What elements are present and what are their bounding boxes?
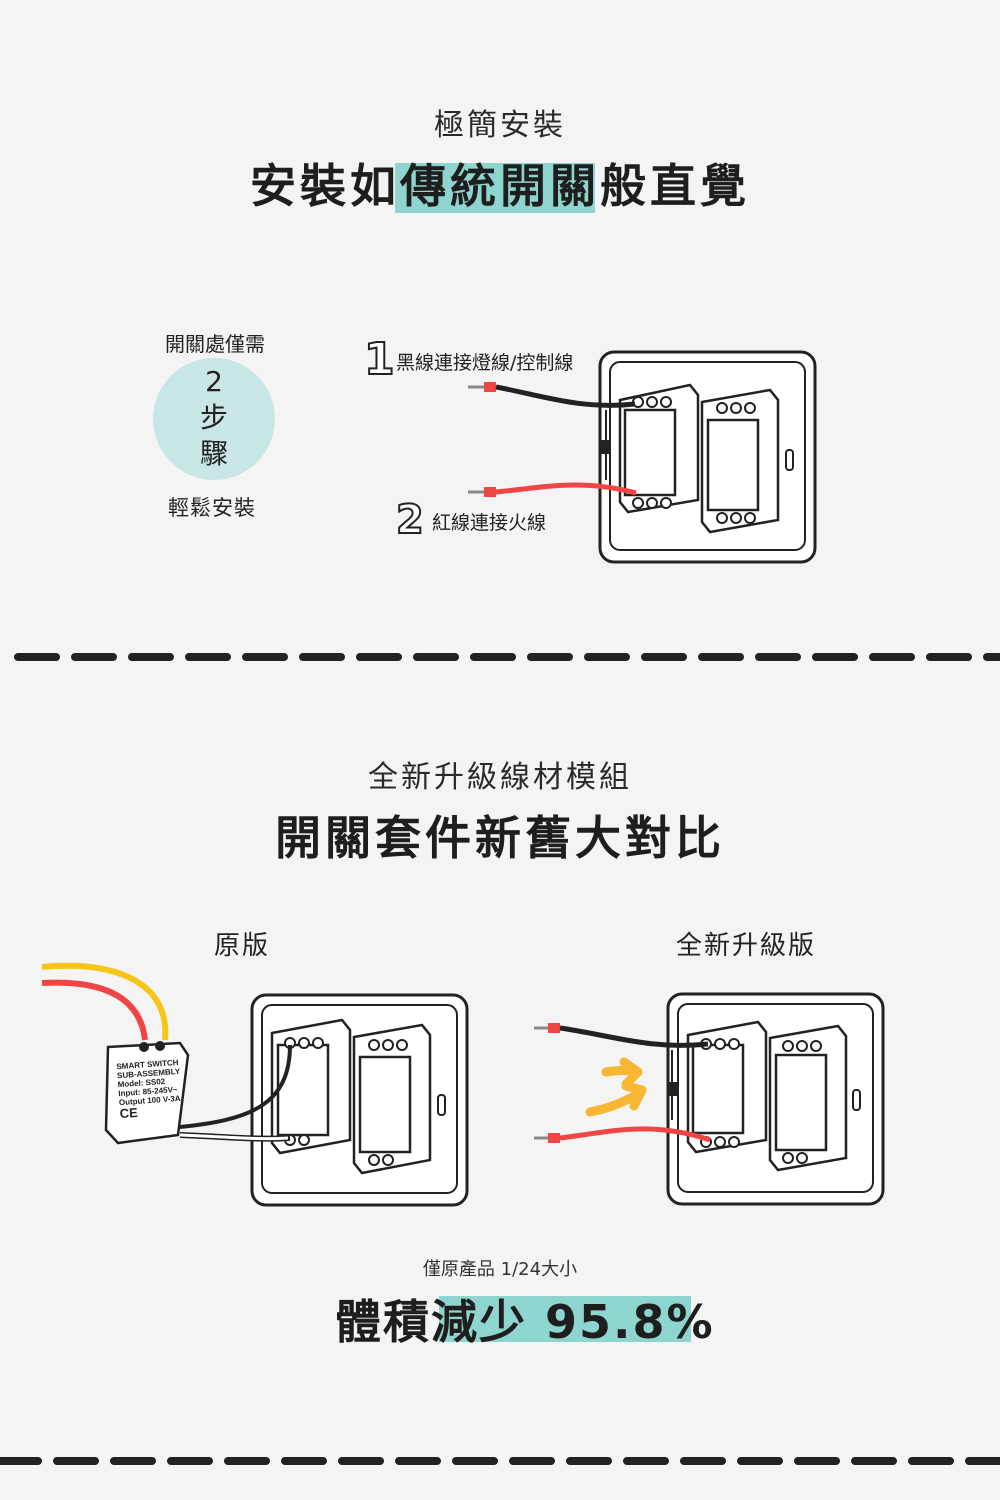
switch-module-1 — [618, 383, 700, 514]
section1-title: 安裝如傳統開關般直覺 — [250, 159, 750, 213]
step1-text: 黑線連接燈線/控制線 — [396, 352, 574, 374]
install-diagram — [468, 350, 817, 564]
badge-top-text: 開關處僅需 — [165, 332, 265, 356]
upgraded-diagram — [534, 992, 885, 1206]
badge-line2: 驟 — [199, 437, 228, 470]
result-value: 減少 95.8% — [431, 1295, 715, 1349]
module-label: SMART SWITCH SUB-ASSEMBLY Model: SS02 In… — [116, 1058, 183, 1121]
upgraded-label: 全新升級版 — [676, 931, 817, 961]
result-highlight — [439, 1296, 691, 1342]
title-highlight — [395, 163, 595, 213]
result-prefix: 體積 — [335, 1295, 431, 1349]
section1-subtitle: 極簡安裝 — [434, 108, 566, 143]
size-note: 僅原產品 1/24大小 — [422, 1259, 578, 1280]
badge-line1: 步 — [199, 401, 228, 434]
switch-module-2 — [700, 388, 780, 534]
step1-number: 1 — [363, 334, 396, 385]
step2-text: 紅線連接火線 — [432, 512, 547, 534]
badge-number: 2 — [205, 365, 223, 398]
original-diagram — [41, 962, 469, 1207]
divider-2 — [0, 1457, 1000, 1465]
section2-title: 開關套件新舊大對比 — [275, 811, 725, 865]
divider-1 — [14, 653, 1000, 661]
steps-badge: 2 步 驟 — [153, 358, 275, 480]
badge-bottom-text: 輕鬆安裝 — [168, 496, 256, 520]
result-line: 體積減少 95.8% — [335, 1286, 715, 1352]
original-label: 原版 — [214, 931, 271, 961]
arrow-icon — [585, 1057, 647, 1117]
section2-subtitle: 全新升級線材模組 — [368, 760, 632, 795]
step2-number: 2 — [395, 497, 425, 543]
